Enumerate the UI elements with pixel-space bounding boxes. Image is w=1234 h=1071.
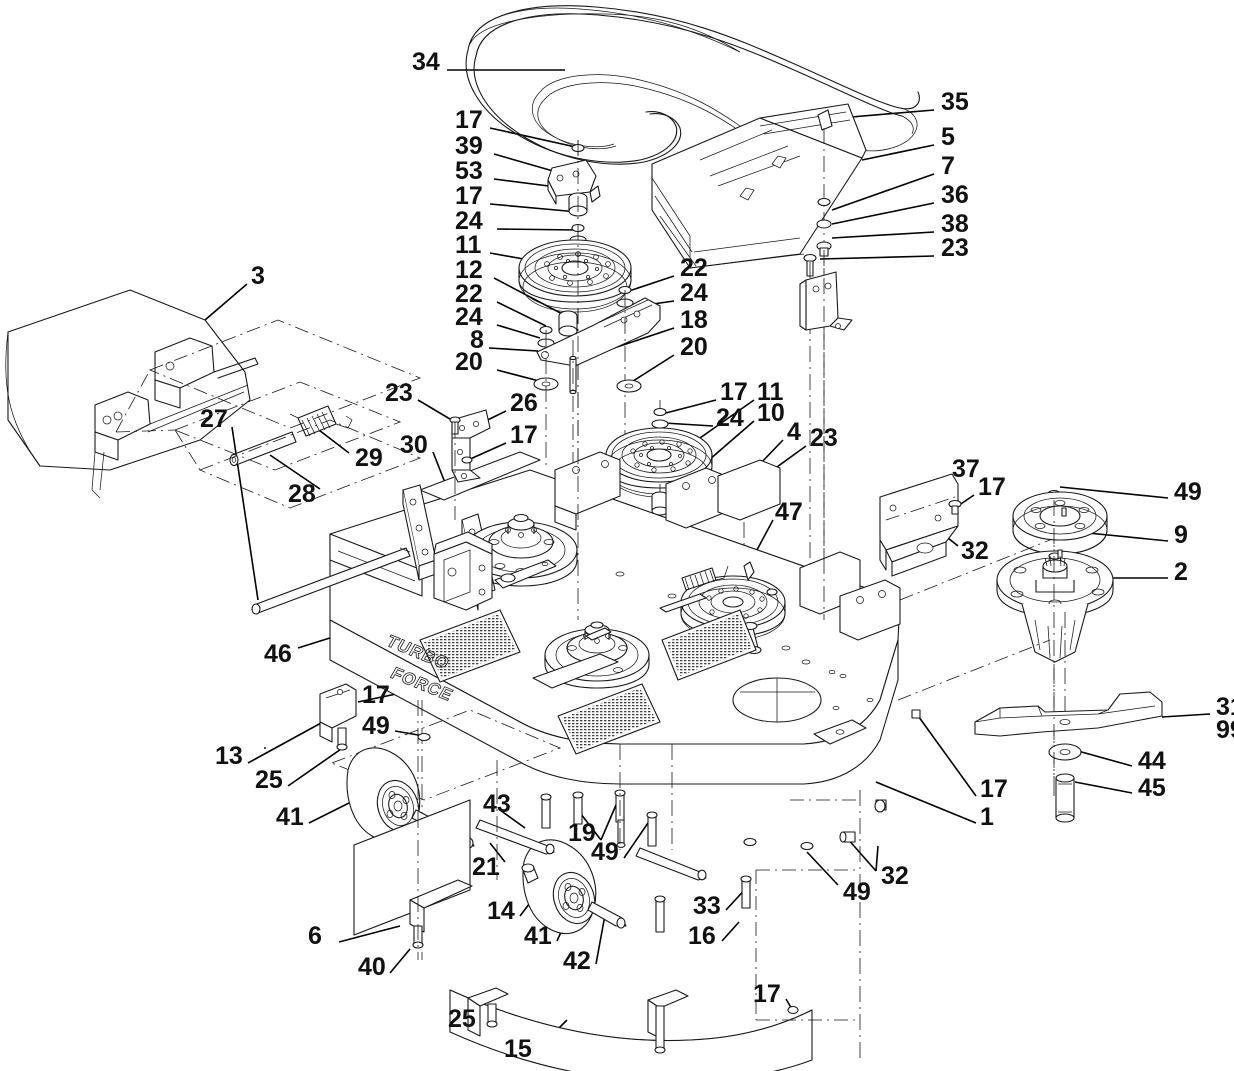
callout-41: 41: [524, 922, 552, 950]
callout-34: 34: [412, 48, 440, 76]
callout-24: 24: [455, 303, 483, 331]
callout-15: 15: [504, 1035, 532, 1063]
callout-36: 36: [941, 181, 969, 209]
callout-9: 9: [1174, 521, 1188, 549]
callout-42: 42: [563, 947, 591, 975]
callout-17: 17: [980, 775, 1008, 803]
callout-46: 46: [264, 640, 292, 668]
callout-40: 40: [358, 953, 386, 981]
discharge-chute-5: [651, 103, 867, 269]
callout-18: 18: [680, 306, 708, 334]
callout-49: 49: [1174, 478, 1202, 506]
deflector-shield-3: [5, 289, 259, 499]
callout-24: 24: [716, 404, 744, 432]
callout-30: 30: [400, 431, 428, 459]
callout-43: 43: [483, 790, 511, 818]
idler-pulley-assembly-top: [518, 140, 661, 500]
callout-24: 24: [455, 207, 483, 235]
callout-49: 49: [362, 712, 390, 740]
callout-23: 23: [810, 424, 838, 452]
callout-6: 6: [308, 922, 322, 950]
callout-22: 22: [680, 254, 708, 282]
callout-17: 17: [720, 378, 748, 406]
support-channel-37: [879, 473, 962, 577]
callout-25: 25: [255, 766, 283, 794]
callout-13: 13: [215, 742, 243, 770]
rod-and-spring: [115, 319, 422, 509]
callout-17: 17: [978, 473, 1006, 501]
callout-31: 31: [1216, 693, 1234, 721]
callout-23: 23: [941, 234, 969, 262]
callout-20: 20: [455, 348, 483, 376]
blade-assembly: [974, 691, 1163, 823]
callout-27: 27: [200, 405, 228, 433]
callout-35: 35: [941, 88, 969, 116]
callout-49: 49: [591, 838, 619, 866]
bottom-hardware: [475, 709, 921, 933]
callout-32: 32: [881, 862, 909, 890]
callout-16: 16: [688, 922, 716, 950]
callout-33: 33: [693, 892, 721, 920]
spindle-assembly-right: [996, 489, 1114, 780]
callout-39: 39: [455, 132, 483, 160]
callout-29: 29: [355, 444, 383, 472]
callout-3: 3: [251, 262, 265, 290]
callout-28: 28: [288, 480, 316, 508]
callout-21: 21: [472, 853, 500, 881]
callout-10: 10: [757, 399, 785, 427]
callout-26: 26: [510, 389, 538, 417]
callout-14: 14: [487, 897, 515, 925]
callout-12: 12: [455, 256, 483, 284]
callout-17: 17: [753, 980, 781, 1008]
callout-7: 7: [941, 152, 955, 180]
callout-45: 45: [1138, 774, 1166, 802]
callout-11: 11: [455, 231, 482, 259]
chute-hardware: [799, 128, 853, 618]
callout-17: 17: [362, 681, 390, 709]
callout-47: 47: [775, 498, 803, 526]
callout-20: 20: [680, 333, 708, 361]
construction-lines: [577, 140, 1055, 800]
rod-27: [251, 547, 411, 615]
mower-deck-main: TURBO FORCE: [329, 409, 901, 785]
callout-17: 17: [455, 106, 483, 134]
callout-53: 53: [455, 157, 483, 185]
callout-23: 23: [385, 379, 413, 407]
callout-49: 49: [843, 878, 871, 906]
callout-11: 11: [757, 378, 784, 406]
callout-17: 17: [510, 421, 538, 449]
callout-8: 8: [470, 326, 484, 354]
callout-38: 38: [941, 210, 969, 238]
belt-34: [465, 5, 920, 165]
roller-brackets: [263, 683, 431, 751]
callout-19: 19: [568, 819, 596, 847]
callout-2: 2: [1174, 558, 1188, 586]
callout-25: 25: [448, 1005, 476, 1033]
callout-4: 4: [787, 418, 801, 446]
callout-17: 17: [455, 182, 483, 210]
callout-1: 1: [980, 803, 994, 831]
callout-99: 99: [1216, 716, 1234, 744]
callout-5: 5: [941, 123, 955, 151]
gauge-wheels: [330, 700, 627, 960]
callout-44: 44: [1138, 747, 1166, 775]
callout-41: 41: [276, 803, 304, 831]
callout-24: 24: [680, 279, 708, 307]
callout-32: 32: [961, 537, 989, 565]
callout-37: 37: [952, 455, 980, 483]
callout-22: 22: [455, 280, 483, 308]
baffles: [353, 700, 861, 1071]
